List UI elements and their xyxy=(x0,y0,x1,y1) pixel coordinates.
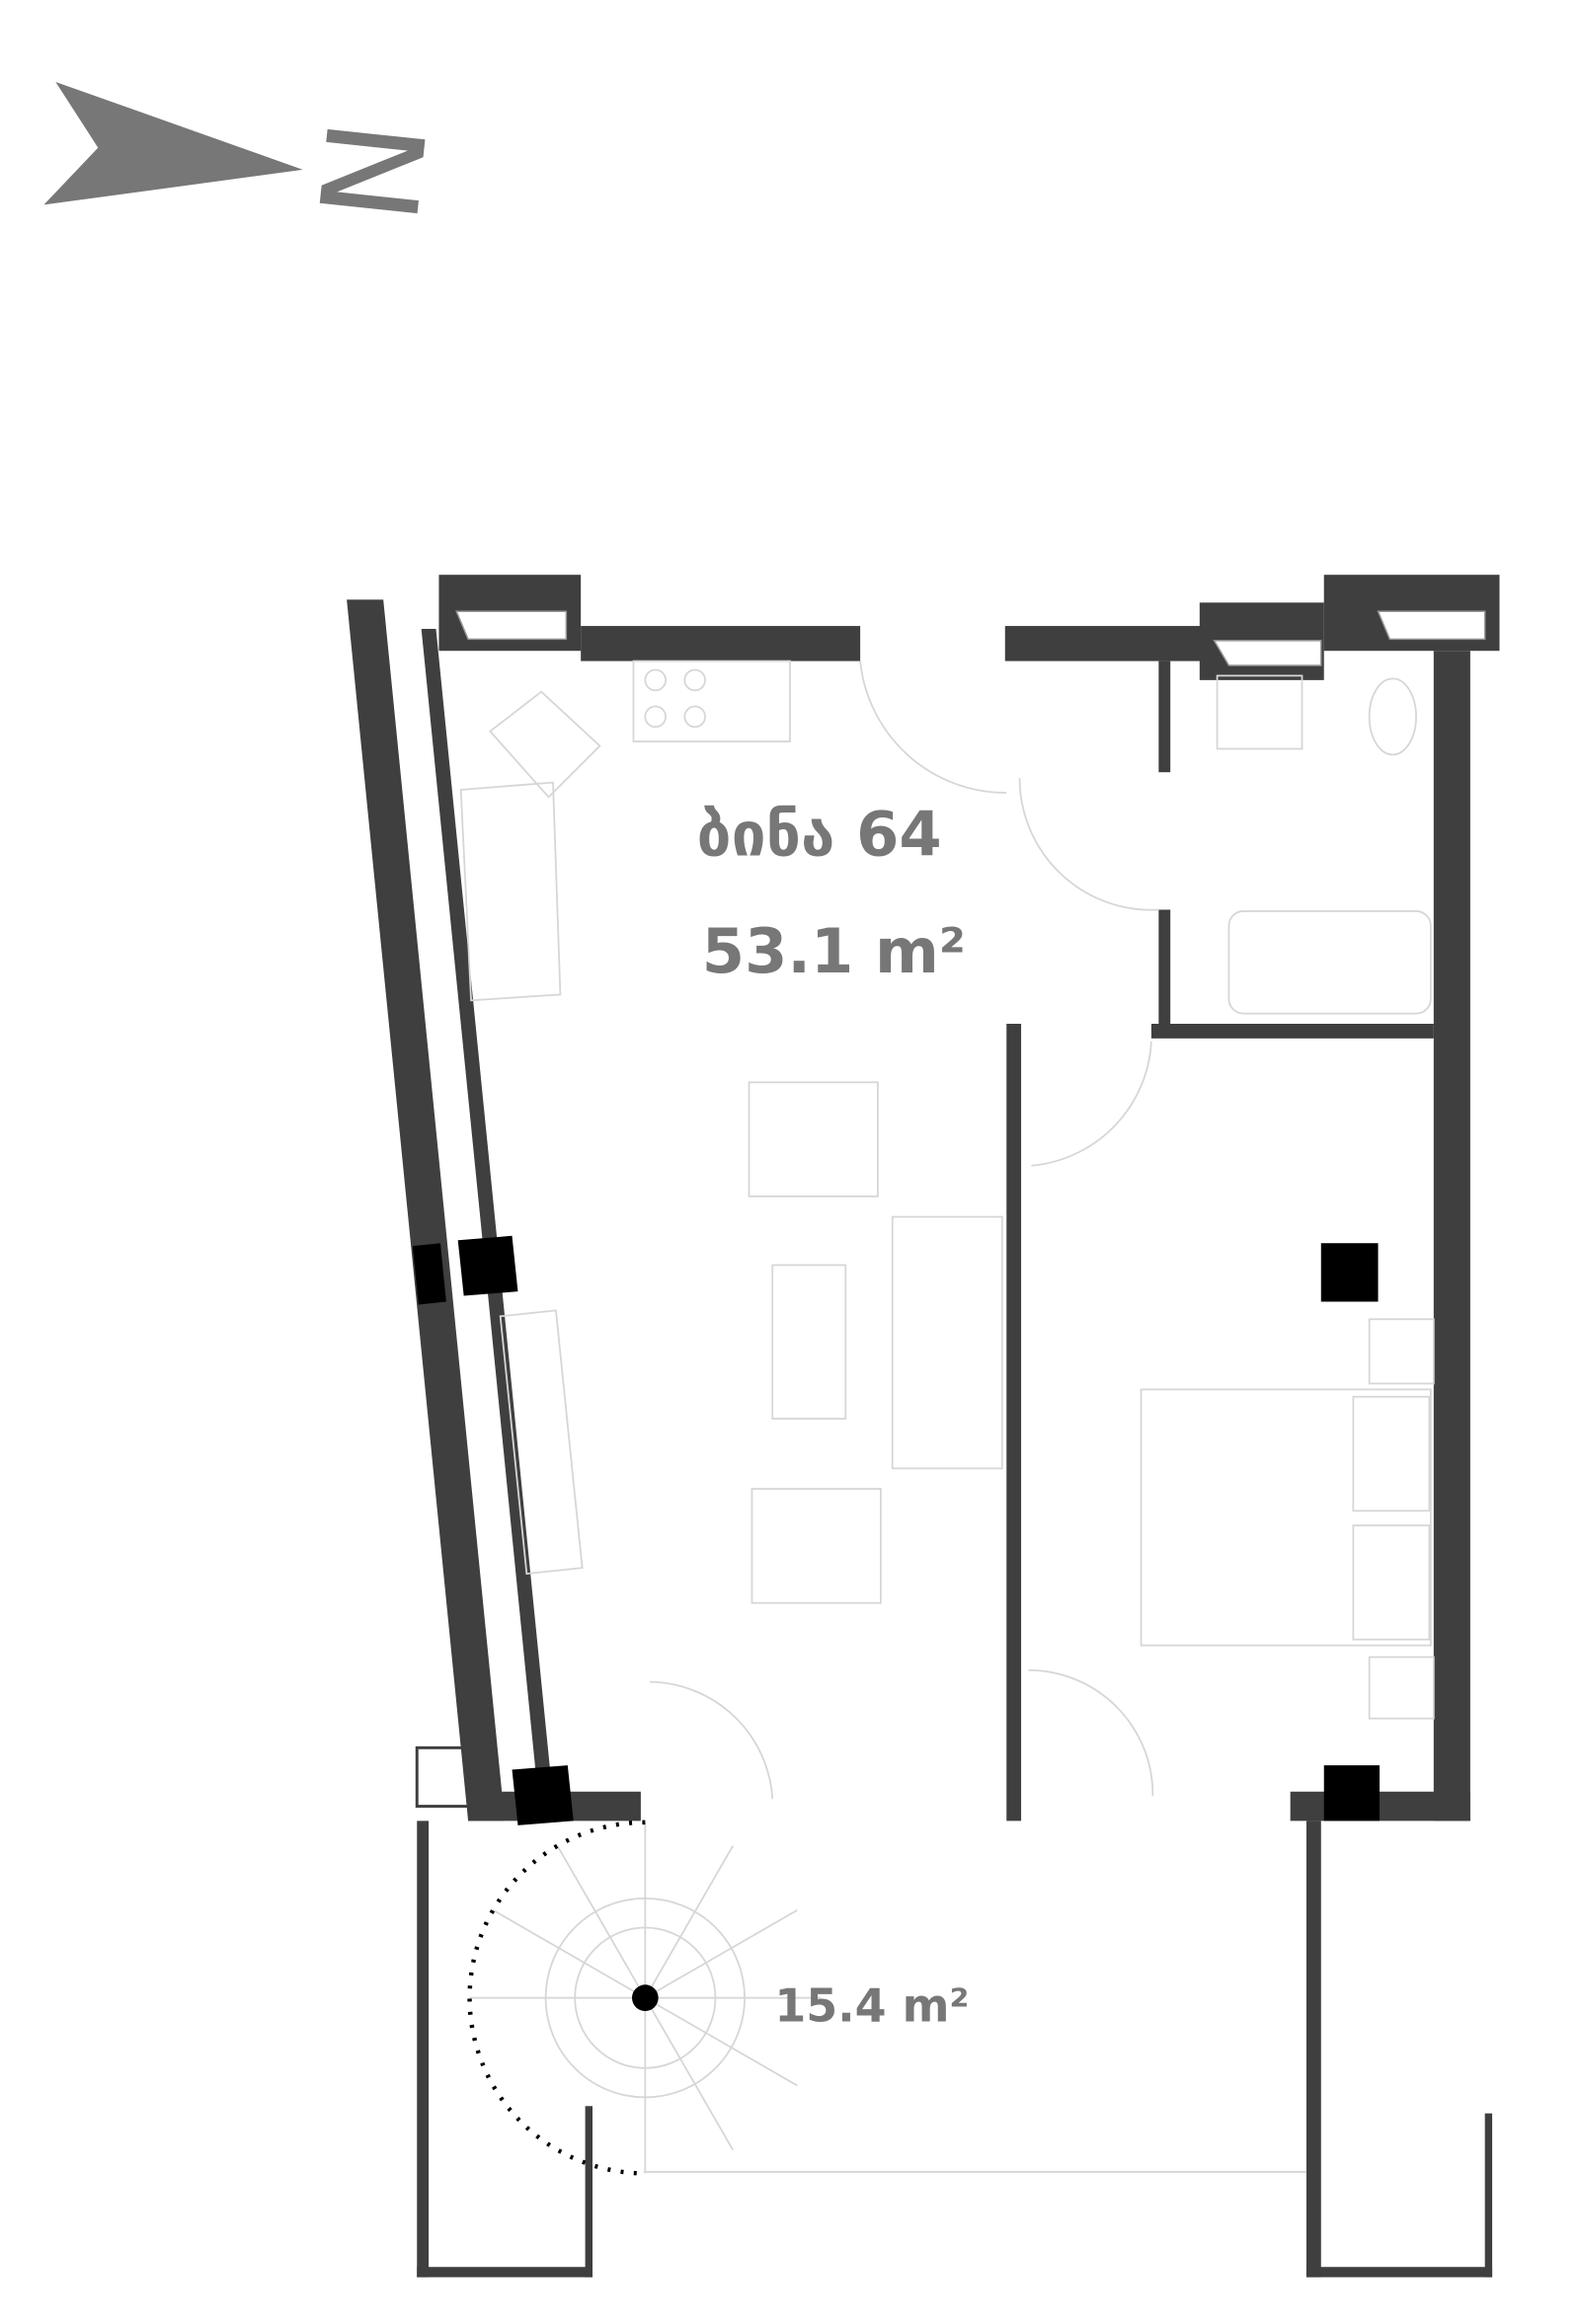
apartment-area: 53.1 m² xyxy=(702,915,966,987)
compass-letter: N xyxy=(292,114,459,230)
columns xyxy=(412,1235,1381,1825)
furniture xyxy=(459,659,1435,2173)
windows xyxy=(455,610,1486,666)
spiral-staircase xyxy=(467,1820,822,2176)
north-arrow-icon: N xyxy=(43,81,459,230)
apartment-name: ბინა 64 xyxy=(697,799,942,871)
balcony-area: 15.4 m² xyxy=(774,1978,969,2032)
